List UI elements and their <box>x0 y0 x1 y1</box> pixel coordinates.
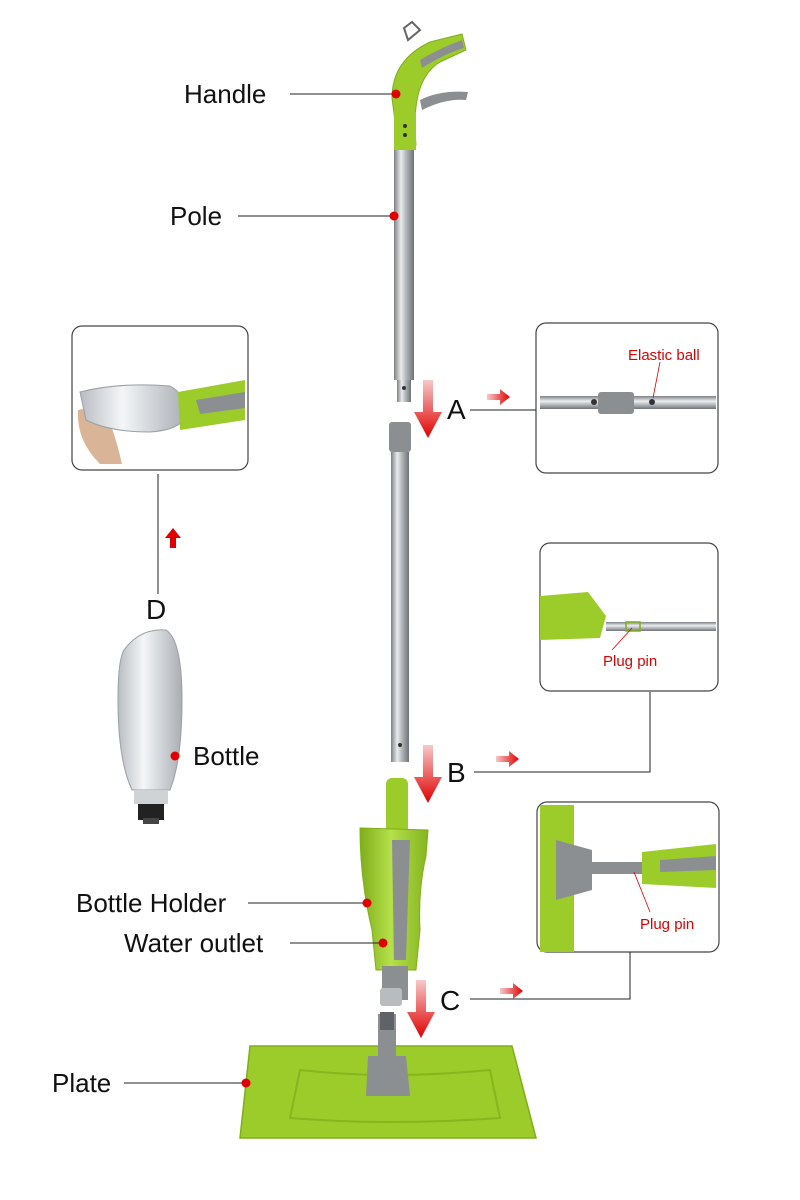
bottle-label: Bottle <box>193 741 260 771</box>
callout-c-box <box>536 801 720 953</box>
callout-bottle-box <box>71 325 249 471</box>
lower-pole <box>389 422 411 762</box>
arrow-down-icon <box>414 745 442 803</box>
marker-dots <box>170 89 401 1088</box>
assembly-arrows <box>407 380 442 1038</box>
arrow-right-icon <box>496 751 519 767</box>
step-b-label: B <box>447 757 466 788</box>
step-a-label: A <box>447 394 466 425</box>
plate-label: Plate <box>52 1068 112 1098</box>
callout-b-box <box>539 542 719 692</box>
handle-label: Handle <box>184 79 267 109</box>
plug-pin-callout-c: Plug pin <box>640 916 695 933</box>
arrow-right-icon <box>500 983 523 999</box>
bottle-holder-dot <box>362 898 372 908</box>
elastic-ball-callout: Elastic ball <box>628 347 700 364</box>
pole-label: Pole <box>170 201 223 231</box>
arrow-down-icon <box>414 380 442 438</box>
plate-part <box>239 1012 537 1139</box>
arrow-right-icon <box>487 389 510 405</box>
arrow-up-icon <box>165 528 181 548</box>
direction-arrows <box>165 389 523 999</box>
plug-pin-callout-b: Plug pin <box>603 653 658 670</box>
water-outlet-dot <box>378 938 388 948</box>
handle-part <box>391 20 468 150</box>
step-d-label: D <box>146 594 167 625</box>
handle-dot <box>391 89 401 99</box>
plate-dot <box>241 1078 251 1088</box>
upper-pole <box>394 150 414 402</box>
bottle-dot <box>170 751 180 761</box>
bottle-holder-part <box>359 778 429 1006</box>
arrow-down-icon <box>407 980 435 1038</box>
pole-dot <box>389 211 399 221</box>
leader-lines <box>124 93 661 1084</box>
bottle-part <box>117 629 183 824</box>
water-outlet-label: Water outlet <box>124 928 264 958</box>
callout-a-box <box>535 322 719 474</box>
bottle-holder-label: Bottle Holder <box>76 888 227 918</box>
step-c-label: C <box>440 985 461 1016</box>
